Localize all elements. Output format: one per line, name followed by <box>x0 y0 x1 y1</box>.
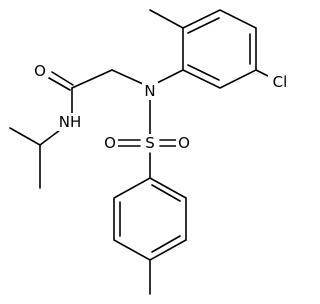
label-bg-cl <box>268 73 292 91</box>
ring-chlorotoluene-double-1 <box>187 17 220 34</box>
ring-chlorotoluene <box>182 9 257 89</box>
atom-n-sulfonamide: N <box>144 82 155 100</box>
atom-cl: Cl <box>273 73 288 91</box>
bond-amide-c-ch2 <box>71 69 113 89</box>
label-bg-s <box>142 134 158 152</box>
atom-labels: O NH N Cl S O O <box>32 62 292 152</box>
bond-carbonyl-double-1 <box>51 71 74 86</box>
label-bg-o-sulfonyl-right <box>176 134 192 152</box>
atom-o-sulfonyl-left: O <box>104 134 116 152</box>
bond-ch2-n <box>111 69 144 85</box>
bond-isopropyl-methyl-left <box>9 127 41 146</box>
ring-tolyl <box>113 177 187 261</box>
molecule-diagram: O NH N Cl S O O <box>9 9 292 295</box>
bond-n-aryl <box>154 69 184 85</box>
atom-nh-amide: NH <box>59 113 82 131</box>
bond-aryl-methyl <box>149 9 184 29</box>
atom-o-sulfonyl-right: O <box>178 134 190 152</box>
label-bg-o-carbonyl <box>32 62 48 80</box>
atom-o-carbonyl: O <box>34 62 46 80</box>
ring-chlorotoluene-double-3 <box>187 64 220 81</box>
bond-nh-isopropyl <box>39 129 61 146</box>
label-bg-o-sulfonyl-left <box>102 134 118 152</box>
bond-carbonyl-double-2 <box>48 77 71 91</box>
bonds <box>9 9 277 295</box>
ring-tolyl-double-1 <box>151 184 181 202</box>
ring-tolyl-double-2 <box>151 235 181 253</box>
label-bg-n <box>142 82 158 100</box>
label-bg-nh <box>55 113 85 131</box>
atom-s: S <box>145 134 155 152</box>
